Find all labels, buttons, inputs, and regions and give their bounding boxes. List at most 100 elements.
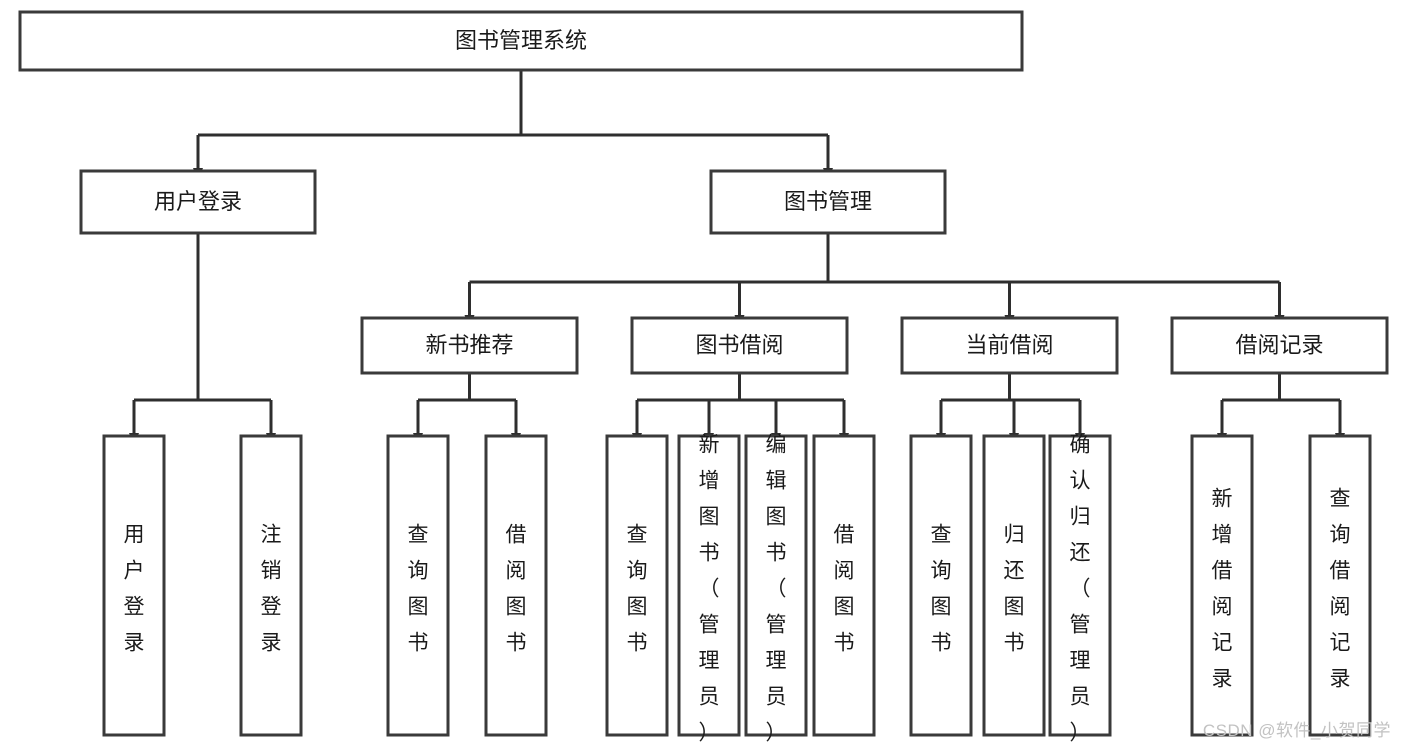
node-box[interactable] <box>677 434 741 737</box>
node-label-char: 图 <box>1004 596 1025 619</box>
node-label-char: 图 <box>834 596 855 619</box>
node-label-char: 确 <box>1070 434 1091 457</box>
node-box[interactable] <box>386 434 450 737</box>
watermark-text: CSDN @软件_小贺同学 <box>1202 721 1391 740</box>
node-label-char: 归 <box>1004 524 1025 547</box>
node-label-char: 录 <box>124 632 145 655</box>
node-box[interactable] <box>982 434 1046 737</box>
node-label-char: 询 <box>1330 524 1351 547</box>
node-label-char: 查 <box>931 524 952 547</box>
node-box[interactable] <box>605 434 669 737</box>
node-label-char: 员 <box>699 686 720 709</box>
node-label-char: 还 <box>1004 560 1025 583</box>
connector-layer <box>129 70 1345 445</box>
node-box[interactable] <box>360 316 579 375</box>
node-box[interactable] <box>239 434 303 737</box>
node-label-char: 登 <box>124 596 145 619</box>
node-label-char: 图 <box>766 506 787 529</box>
node-label-char: 图 <box>699 506 720 529</box>
node-label-char: 书 <box>408 632 429 655</box>
node-label-char: 员 <box>766 686 787 709</box>
node-box[interactable] <box>744 434 808 737</box>
node-box[interactable] <box>1170 316 1389 375</box>
node-label-char: ） <box>1070 722 1091 745</box>
node-label-char: 图 <box>506 596 527 619</box>
node-label-char: 录 <box>1330 668 1351 691</box>
level2-node[interactable]: 图书管理 <box>709 169 947 235</box>
node-label-char: 书 <box>699 542 720 565</box>
node-label-char: 管 <box>766 614 787 637</box>
node-label-char: 询 <box>627 560 648 583</box>
node-label-char: ） <box>699 722 720 745</box>
node-label-char: 阅 <box>834 560 855 583</box>
node-box[interactable] <box>484 434 548 737</box>
node-box[interactable] <box>909 434 973 737</box>
node-label-char: 询 <box>408 560 429 583</box>
node-label-char: 管 <box>699 614 720 637</box>
node-label-char: 图 <box>408 596 429 619</box>
node-label-char: 借 <box>506 524 527 547</box>
level3-node[interactable]: 当前借阅 <box>900 316 1119 375</box>
node-label-char: 书 <box>931 632 952 655</box>
node-label-char: （ <box>766 578 787 601</box>
node-label-char: 员 <box>1070 686 1091 709</box>
node-label-char: 管 <box>1070 614 1091 637</box>
node-label-char: 新 <box>699 434 720 457</box>
node-label-char: （ <box>699 578 720 601</box>
node-label-char: （ <box>1070 578 1091 601</box>
node-label-char: 书 <box>1004 632 1025 655</box>
level3-node[interactable]: 新书推荐 <box>360 316 579 375</box>
level2-node[interactable]: 用户登录 <box>79 169 317 235</box>
node-box[interactable] <box>102 434 166 737</box>
node-label-char: 查 <box>627 524 648 547</box>
node-box[interactable] <box>1308 434 1372 737</box>
root-node[interactable]: 图书管理系统 <box>18 10 1024 72</box>
node-label-char: 图 <box>931 596 952 619</box>
node-label-char: 查 <box>1330 488 1351 511</box>
node-label-char: 理 <box>1070 650 1091 673</box>
node-label-char: 书 <box>627 632 648 655</box>
level3-node[interactable]: 图书借阅 <box>630 316 849 375</box>
node-box[interactable] <box>79 169 317 235</box>
node-label: 用户登录 <box>154 189 242 214</box>
node-label-char: 新 <box>1212 488 1233 511</box>
node-label-char: 认 <box>1070 470 1091 493</box>
node-label-char: 询 <box>931 560 952 583</box>
node-box[interactable] <box>812 434 876 737</box>
node-label-char: 理 <box>699 650 720 673</box>
leaf-node[interactable]: 用户登录 <box>102 434 166 737</box>
node-box[interactable] <box>900 316 1119 375</box>
node-label-char: 理 <box>766 650 787 673</box>
node-label-char: 还 <box>1070 542 1091 565</box>
node-label-char: 书 <box>766 542 787 565</box>
node-label-char: 借 <box>1212 560 1233 583</box>
node-label: 当前借阅 <box>965 332 1053 357</box>
node-label-char: ） <box>766 722 787 745</box>
node-label-char: 书 <box>834 632 855 655</box>
node-label-char: 登 <box>261 596 282 619</box>
node-box[interactable] <box>709 169 947 235</box>
node-label-char: 用 <box>124 524 145 547</box>
node-layer: 图书管理系统用户登录图书管理新书推荐图书借阅当前借阅借阅记录用户登录注销登录查询… <box>18 10 1389 745</box>
node-box[interactable] <box>630 316 849 375</box>
level3-node[interactable]: 借阅记录 <box>1170 316 1389 375</box>
node-box[interactable] <box>1048 434 1112 737</box>
node-label: 新书推荐 <box>425 332 513 357</box>
node-label: 图书管理系统 <box>455 28 587 53</box>
node-box[interactable] <box>18 10 1024 72</box>
node-box[interactable] <box>1190 434 1254 737</box>
